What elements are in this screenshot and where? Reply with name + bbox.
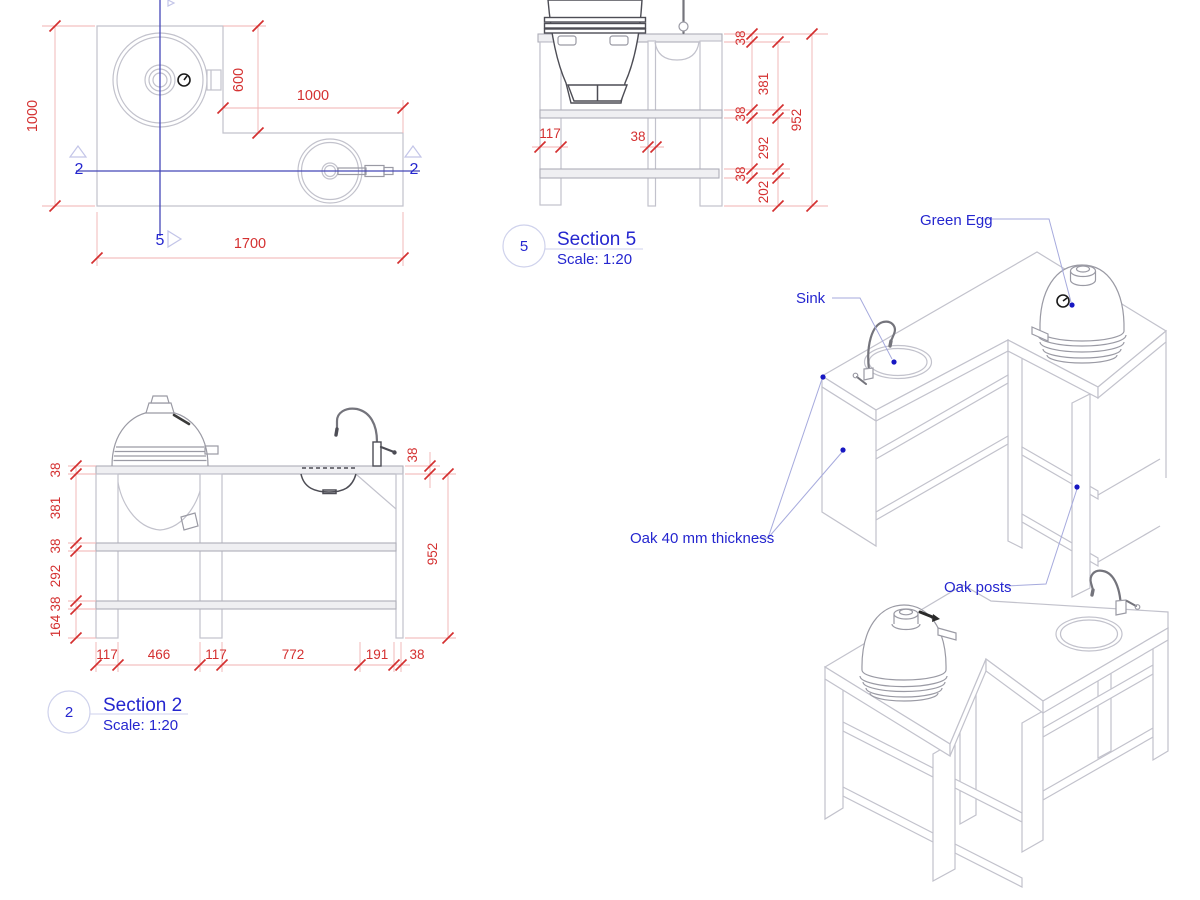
s2-bubble-number: 2 [65, 704, 73, 721]
s2-countertop [95, 465, 404, 475]
iso-green-egg [1031, 264, 1127, 364]
s5-dim: 117 [539, 126, 561, 141]
iso-oak-panel [821, 385, 877, 548]
s5-dim: 952 [789, 109, 804, 132]
label-oak-posts: Oak posts [944, 579, 1012, 596]
plan-marker-2-right: 2 [410, 161, 419, 178]
s2-dim: 772 [282, 647, 305, 662]
section2-view: 38 381 38 292 38 164 38 952 [47, 395, 456, 734]
s5-dim: 38 [733, 166, 748, 181]
s2-dim: 38 [409, 647, 424, 662]
plan-dimensions: 1000 1700 600 1000 [25, 19, 410, 266]
s5-dim: 38 [733, 106, 748, 121]
s2-left-post [95, 473, 119, 639]
s5-mid-shelf [539, 109, 723, 119]
section-marker-5-top-icon [167, 0, 176, 7]
section-marker-2-left-icon [68, 144, 88, 158]
s2-egg-lower [116, 473, 204, 531]
s5-scale-text: Scale: 1:20 [557, 251, 632, 268]
s2-dim: 117 [96, 647, 118, 662]
s2-green-egg [111, 395, 219, 467]
s5-mid-panel [647, 40, 657, 207]
plan-marker-2-left: 2 [75, 161, 84, 178]
s2-dim: 38 [405, 447, 420, 462]
label-green-egg: Green Egg [920, 212, 993, 229]
section2-title: 2 Section 2 Scale: 1:20 [47, 690, 188, 734]
s5-dim: 292 [756, 137, 771, 160]
oak-corner-dot [820, 374, 826, 380]
s2-scale-text: Scale: 1:20 [103, 717, 178, 734]
label-sink: Sink [796, 290, 826, 307]
s2-bottom-shelf [95, 600, 397, 610]
plan-marker-5: 5 [156, 232, 165, 249]
s5-title-text: Section 5 [557, 229, 636, 250]
iso-annotations: Green Egg Sink Oak 40 mm thickness Oak p… [630, 212, 1080, 596]
iso2-front-post [932, 739, 956, 883]
iso2-left-post [824, 666, 844, 821]
s5-right-post [699, 40, 723, 207]
plan-dim-width: 1700 [234, 236, 266, 252]
oak-post-dot [1074, 484, 1080, 490]
s2-egg-bracket [204, 445, 219, 455]
s2-dim: 38 [48, 462, 63, 477]
s5-dim: 38 [630, 129, 645, 144]
s2-dim: 952 [425, 543, 440, 566]
section5-view: 38 38 38 381 292 202 952 117 38 5 Sectio… [502, 0, 828, 268]
s2-dimensions-bottom: 117 466 117 772 191 38 [89, 642, 425, 672]
s2-dim: 117 [205, 647, 227, 662]
iso2-mid-post [1021, 709, 1044, 854]
s2-dim: 38 [48, 596, 63, 611]
s5-bubble-number: 5 [520, 238, 528, 255]
s5-dim: 381 [756, 73, 771, 96]
label-oak-thickness: Oak 40 mm thickness [630, 530, 774, 547]
s2-mid-shelf [95, 542, 397, 552]
s5-sink-bowl [654, 41, 700, 61]
s5-green-egg-section [543, 0, 647, 104]
green-egg-dot [1069, 302, 1075, 308]
iso-view-back [823, 569, 1169, 888]
s2-dim: 381 [48, 497, 63, 520]
s2-faucet [334, 407, 397, 467]
iso-front-post [1071, 393, 1091, 598]
plan-egg-bracket [206, 69, 222, 91]
s2-dim: 466 [148, 647, 171, 662]
s2-right-panel [395, 473, 404, 639]
iso-view-front [820, 251, 1168, 598]
section-marker-2-right-icon [403, 144, 423, 158]
iso2-green-egg [859, 604, 957, 702]
iso-faucet [852, 320, 896, 385]
s2-dimensions-left: 38 381 38 292 38 164 [48, 459, 96, 645]
s2-dim: 292 [48, 565, 63, 588]
s2-dim: 191 [366, 647, 389, 662]
oak-panel-dot [840, 447, 846, 453]
s5-bottom-shelf [539, 168, 720, 179]
iso2-sink [1055, 616, 1123, 652]
plan-view: 2 2 5 1000 1700 600 1000 [25, 0, 423, 266]
s2-dimensions-right: 38 952 [405, 447, 456, 645]
s5-dim: 202 [756, 181, 771, 204]
sink-dot [891, 359, 897, 365]
iso2-faucet [1089, 569, 1141, 616]
s2-dim: 38 [48, 538, 63, 553]
s2-title-text: Section 2 [103, 695, 182, 716]
plan-dim-inner-width: 1000 [297, 88, 329, 104]
s5-dimensions: 38 38 38 381 292 202 952 117 38 [532, 27, 828, 213]
plan-dim-height: 1000 [25, 100, 41, 132]
s2-sink [300, 467, 357, 495]
plan-dim-inner-height: 600 [231, 68, 247, 92]
s5-left-post [539, 41, 562, 206]
section-marker-5-icon [167, 229, 183, 249]
section5-title: 5 Section 5 Scale: 1:20 [502, 224, 643, 268]
s5-dim: 38 [733, 30, 748, 45]
s2-dim: 164 [48, 614, 63, 637]
s2-mid-post [199, 473, 223, 639]
